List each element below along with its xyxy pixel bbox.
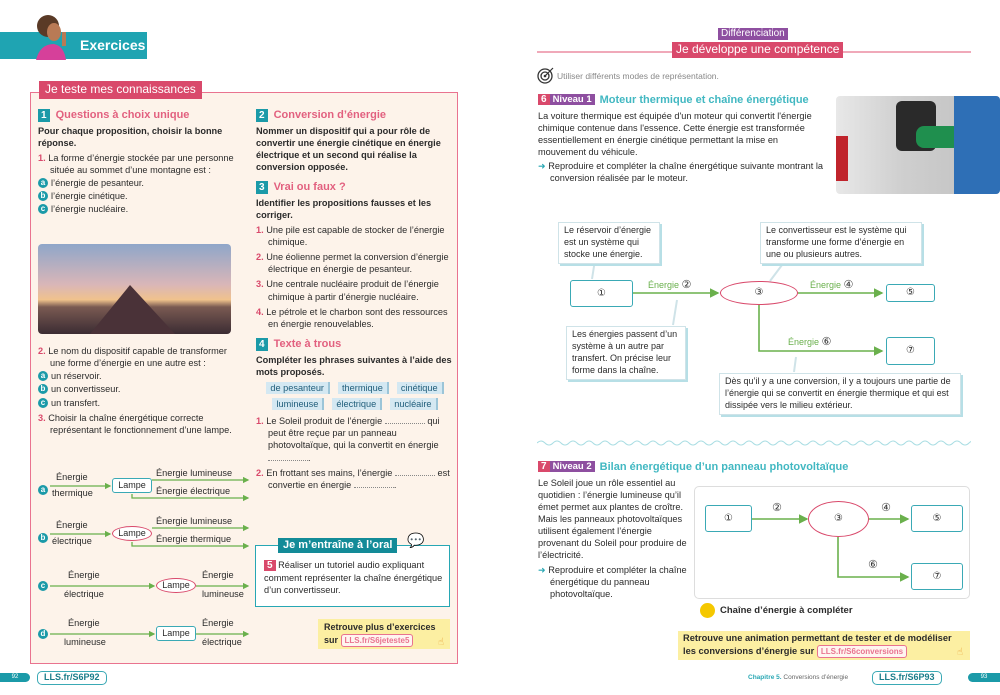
more-exercises-link[interactable]: LLS.fr/S6jeteste5 xyxy=(340,633,414,647)
page-number: 92 xyxy=(0,673,30,682)
page-link[interactable]: LLS.fr/S6P92 xyxy=(37,671,107,685)
arrow-icon: ➜ xyxy=(538,564,546,575)
sentence-2: 2. En frottant ses mains, l’énergie est … xyxy=(256,467,450,490)
tf-item: 1. Une pile est capable de stocker de l’… xyxy=(256,224,445,248)
character-illustration xyxy=(36,15,66,60)
output-box-5: ⑤ xyxy=(886,284,935,302)
energy-label-4: Énergie ④ xyxy=(810,278,854,291)
instruction: Nommer un dispositif qui a pour rôle de … xyxy=(256,125,441,172)
word-bank: de pesanteur thermique cinétique lumineuse… xyxy=(256,380,454,412)
objective: Utiliser différents modes de représentat… xyxy=(557,71,719,81)
tf-item: 2. Une éolienne permet la conversion d’é… xyxy=(256,252,449,275)
energy-label-2: Énergie ② xyxy=(648,278,692,291)
converter-ellipse: ③ xyxy=(720,281,798,305)
lamp-chain-option: c Énergie électrique Lampe Énergie lumin… xyxy=(38,568,253,604)
wavy-divider xyxy=(537,440,971,446)
question-1: 1. La forme d’énergie stockée par une pe… xyxy=(38,152,234,175)
reservoir-box: ① xyxy=(570,280,633,307)
question-2-block: 2. Le nom du dispositif capable de trans… xyxy=(38,342,236,436)
exercise-number: 1 xyxy=(38,108,50,122)
differentiation-tag: Différenciation xyxy=(718,28,788,40)
sentence-1: 1. Le Soleil produit de l’énergie qui pe… xyxy=(256,416,440,463)
page-link[interactable]: LLS.fr/S6P93 xyxy=(872,671,942,685)
oral-label: Je m’entraîne à l’oral xyxy=(278,538,398,553)
exercise-title: Questions à choix unique xyxy=(55,109,190,121)
caption-dot-icon xyxy=(700,603,715,618)
pv-label-4: ④ xyxy=(881,501,891,514)
pv-label-6: ⑥ xyxy=(868,558,878,571)
word-chip: lumineuse xyxy=(272,397,325,411)
energy-label-6: Énergie ⑥ xyxy=(788,335,832,348)
lamp-converter: Lampe xyxy=(156,578,196,593)
question-2: 2. Le nom du dispositif capable de trans… xyxy=(38,346,227,369)
pv-chain-lines xyxy=(752,514,910,582)
callout-reservoir: Le réservoir d’énergie est un système qu… xyxy=(558,222,660,264)
target-icon xyxy=(537,67,554,84)
lamp-chain-option: b Énergie électrique Lampe Énergie lumin… xyxy=(38,516,253,556)
lamp-chain-option: d Énergie lumineuse Lampe Énergie électr… xyxy=(38,616,253,652)
word-chip: électrique xyxy=(332,397,383,411)
lamp-converter: Lampe xyxy=(112,526,152,541)
oral-box: 5 Réaliser un tutoriel audio expliquant … xyxy=(255,545,450,607)
diagram-frame xyxy=(694,486,970,599)
word-chip: de pesanteur xyxy=(266,381,330,394)
word-chip: nucléaire xyxy=(390,397,438,411)
animation-banner: Retrouve une animation permettant de tes… xyxy=(678,631,970,660)
word-chip: cinétique xyxy=(396,381,444,394)
panel-label: Je teste mes connaissances xyxy=(39,81,202,99)
question-3: 3. Choisir la chaîne énergétique correct… xyxy=(38,412,232,435)
hand-click-icon: ☝ xyxy=(438,637,445,648)
instruction: Identifier les propositions fausses et l… xyxy=(256,197,432,220)
callout-dissipation: Dès qu’il y a une conversion, il y a tou… xyxy=(719,373,961,415)
lamp-chain-option: a Énergie thermique Lampe Énergie lumine… xyxy=(38,468,253,508)
hand-click-icon: ☝ xyxy=(957,647,964,658)
output-box-7: ⑦ xyxy=(886,337,935,365)
arrow-icon: ➜ xyxy=(538,161,546,172)
pv-box-1: ① xyxy=(705,505,752,532)
fuel-pump-photo xyxy=(836,96,1000,194)
chapter-footer: Chapitre 5. Conversions d’énergie xyxy=(748,674,849,681)
callout-transfer: Les énergies passent d’un système à un a… xyxy=(566,326,686,380)
pv-label-2: ② xyxy=(772,501,782,514)
lamp-converter: Lampe xyxy=(112,478,152,493)
section-title: Je développe une compétence xyxy=(672,42,844,58)
pv-box-5: ⑤ xyxy=(911,505,963,532)
exercise-1: 1 Questions à choix unique Pour chaque pr… xyxy=(38,108,236,216)
exercises-header-bar xyxy=(0,32,147,59)
word-chip: thermique xyxy=(338,381,389,394)
tf-item: 3. Une centrale nucléaire produit de l’é… xyxy=(256,279,439,302)
mountain-peak xyxy=(90,285,175,334)
lamp-converter: Lampe xyxy=(156,626,196,641)
pv-box-7: ⑦ xyxy=(911,563,963,590)
callout-converter: Le convertisseur est le système qui tran… xyxy=(760,222,922,264)
instruction: Pour chaque proposition, choisir la bonn… xyxy=(38,125,223,148)
pv-converter-ellipse: ③ xyxy=(808,501,869,537)
page-title: Exercices xyxy=(80,37,146,53)
animation-link[interactable]: LLS.fr/S6conversions xyxy=(816,645,908,659)
tf-item: 4. Le pétrole et le charbon sont des res… xyxy=(256,306,448,329)
more-exercises-banner: Retrouve plus d’exercices sur LLS.fr/S6j… xyxy=(318,619,450,649)
page-number: 93 xyxy=(968,673,1000,682)
diagram-caption: Chaîne d’énergie à compléter xyxy=(720,605,853,616)
energy-chain-diagram-lines xyxy=(591,259,884,373)
speech-bubble-icon: 💬 xyxy=(407,533,425,549)
instruction: Compléter les phrases suivantes à l’aide… xyxy=(256,354,452,377)
